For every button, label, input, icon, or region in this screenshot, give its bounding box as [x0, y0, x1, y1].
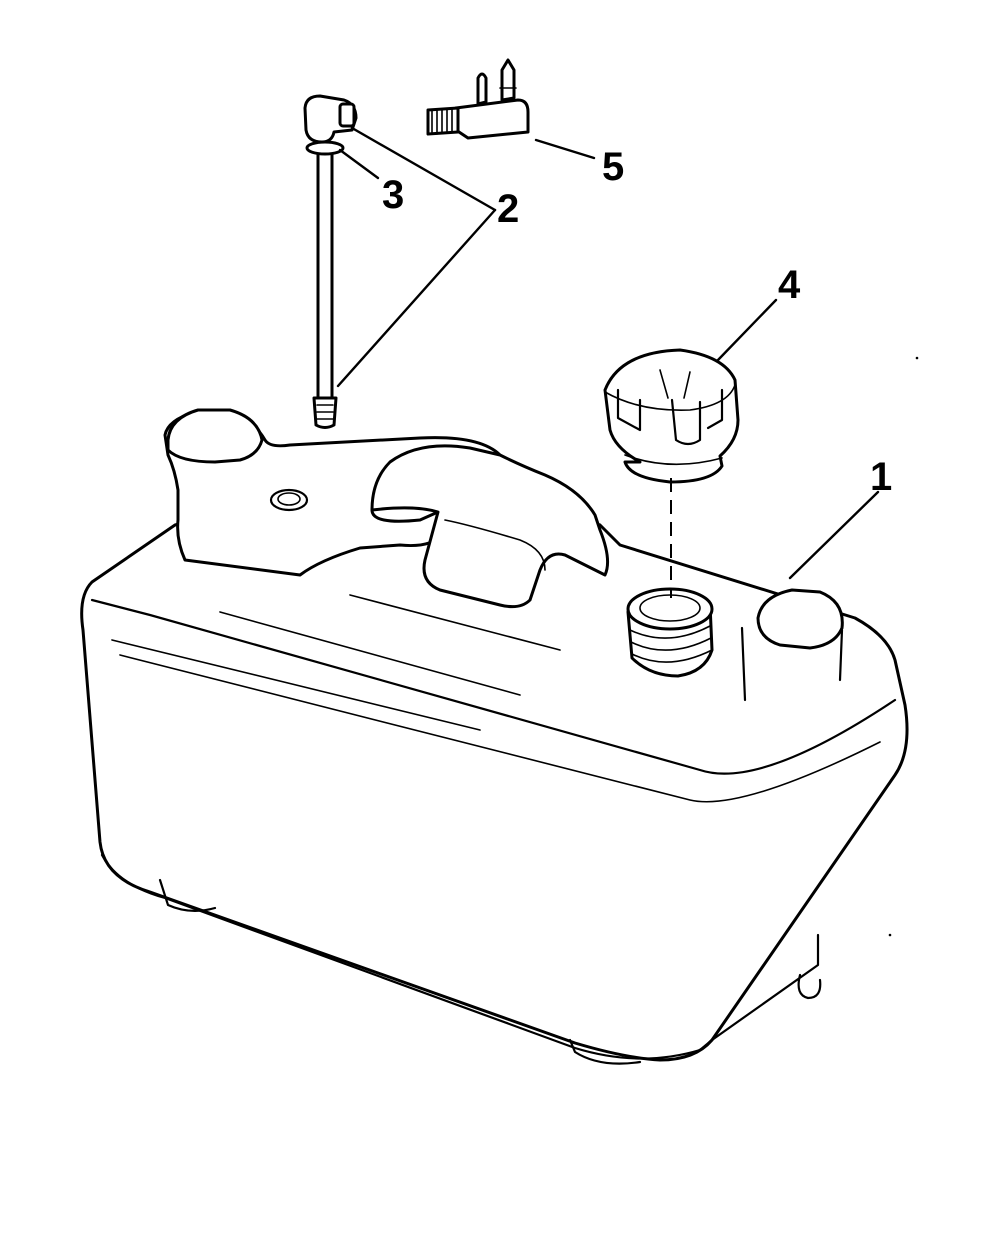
fuel-connector	[426, 58, 530, 140]
tank-front-edge	[90, 598, 897, 775]
connector-pin-large	[500, 58, 516, 102]
fuel-cap-lug-center	[670, 398, 702, 446]
leader-1	[788, 490, 880, 580]
fuel-tank	[80, 408, 909, 1065]
tank-handle-inner	[444, 519, 546, 571]
connector-pin-small	[476, 72, 488, 106]
leader-3	[338, 148, 380, 180]
tank-pickup-hole	[269, 488, 309, 512]
tank-base-right-edge	[710, 933, 822, 1042]
connector-body	[454, 98, 530, 140]
connector-threads	[431, 107, 453, 135]
pickup-elbow-nut	[338, 102, 356, 128]
leader-4	[716, 298, 778, 362]
fuel-cap	[603, 348, 740, 484]
filler-thread-1	[629, 625, 711, 639]
connector-threaded-fitting	[426, 106, 460, 136]
callout-5: 5	[602, 145, 624, 189]
filler-thread-2	[630, 637, 712, 651]
scan-speck-2	[888, 933, 892, 937]
tank-base-band	[100, 853, 714, 1060]
callout-3: 3	[382, 173, 404, 217]
tank-filler-neck	[626, 587, 714, 678]
fuel-pickup-assembly	[303, 94, 358, 429]
tank-handle-ear-right	[756, 588, 844, 650]
scan-speck-1	[915, 356, 919, 360]
fuel-cap-top-ring	[604, 384, 736, 411]
tank-rib	[219, 611, 521, 696]
fuel-cap-slot	[659, 369, 691, 399]
tank-handle-ear-left	[166, 408, 264, 464]
leader-2-upper	[350, 126, 497, 212]
pickup-filter-mesh	[316, 404, 334, 420]
tank-base-foot-right	[568, 1038, 642, 1065]
tank-rib-2	[349, 594, 561, 651]
tank-front-groove-1	[119, 654, 881, 803]
tank-base-foot-left	[158, 878, 217, 912]
tank-front-groove-2	[111, 639, 481, 731]
filler-thread-3	[631, 649, 713, 663]
leader-5	[534, 138, 596, 160]
fuel-cap-lug-left	[616, 388, 642, 432]
fuel-cap-lug-right	[706, 388, 724, 430]
fuel-cap-skirt	[624, 454, 723, 466]
callout-2: 2	[497, 187, 519, 231]
leader-2-lower	[336, 208, 497, 388]
callout-1: 1	[870, 455, 892, 499]
tank-pickup-hole-inner	[277, 492, 301, 506]
tank-handle-ear-right-base	[740, 626, 844, 702]
tank-handle-grip	[370, 444, 610, 609]
pickup-tube	[316, 148, 334, 402]
fuel-cap-body	[603, 348, 740, 484]
callout-4: 4	[778, 263, 801, 307]
pickup-flange	[305, 140, 345, 156]
